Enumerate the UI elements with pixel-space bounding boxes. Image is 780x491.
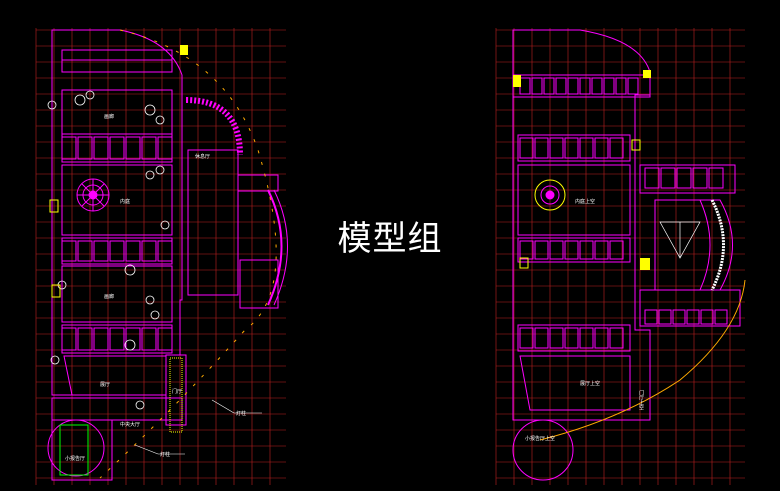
right-label-room-bottom: 展厅上空 xyxy=(580,380,600,387)
right-floor-plan xyxy=(512,29,741,481)
left-room-top xyxy=(61,89,173,135)
right-outer-wall xyxy=(512,29,651,421)
left-label-callout-1: 灯柱 xyxy=(236,410,246,417)
left-tree-symbols xyxy=(47,90,170,410)
right-small-rooms-3 xyxy=(519,327,624,349)
left-label-callout-2: 灯柱 xyxy=(160,451,170,458)
right-accents xyxy=(513,70,651,270)
right-label-vertical: 门厅上空 xyxy=(638,389,644,410)
right-rosette xyxy=(534,179,566,211)
right-room-bottom xyxy=(519,355,631,411)
left-entrance-block xyxy=(165,354,187,426)
right-wing-small-rooms xyxy=(644,167,728,325)
plan-labels: 画廊 内庭 画廊 展厅 门厅 中央大厅 休息厅 小报告厅 灯柱 灯柱 内庭上空 … xyxy=(65,113,644,462)
callout-lines xyxy=(134,399,262,455)
left-bottom-circle xyxy=(47,419,105,477)
right-auditorium-fan xyxy=(654,199,733,291)
left-rosette xyxy=(76,178,110,212)
right-bottom-circle xyxy=(512,419,574,481)
right-room-mid xyxy=(517,164,631,236)
right-label-room-mid: 内庭上空 xyxy=(575,198,595,205)
right-small-rooms-top xyxy=(519,77,639,95)
right-site-boundary-arc xyxy=(539,279,746,441)
left-stair-arc xyxy=(185,97,243,156)
left-big-arc xyxy=(267,189,283,306)
left-label-room-mid: 内庭 xyxy=(120,198,130,205)
left-label-entrance: 门厅 xyxy=(172,388,182,395)
right-small-rooms-1 xyxy=(519,137,624,159)
right-small-rooms-2 xyxy=(519,240,624,260)
left-small-rooms-1 xyxy=(61,136,173,160)
left-small-rooms-3 xyxy=(61,327,173,351)
left-bottom-band xyxy=(51,397,183,421)
left-room-bottom xyxy=(63,355,167,396)
left-label-room-lower: 画廊 xyxy=(104,293,114,300)
left-label-lobby: 中央大厅 xyxy=(120,421,140,428)
left-plan-grid xyxy=(35,28,286,485)
right-label-bottom-circle: 小报告厅上空 xyxy=(525,435,555,442)
left-room-mid xyxy=(61,164,173,236)
left-floor-plan xyxy=(47,29,288,481)
right-stage-triangle xyxy=(659,221,701,259)
left-label-room-top: 画廊 xyxy=(104,113,114,120)
left-corridor-top xyxy=(61,49,173,73)
left-label-hall-right: 休息厅 xyxy=(195,153,210,160)
left-small-rooms-2 xyxy=(61,240,173,262)
left-outer-wall xyxy=(51,29,183,396)
left-accents xyxy=(49,45,188,476)
left-label-room-bottom: 展厅 xyxy=(100,382,110,388)
left-right-wing xyxy=(187,149,239,296)
left-room-lower xyxy=(61,265,173,323)
left-label-bottom-circle: 小报告厅 xyxy=(65,455,85,462)
